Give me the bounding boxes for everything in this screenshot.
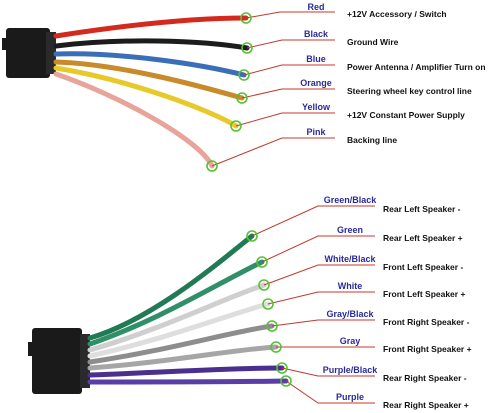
function-gray-black: Front Right Speaker - [383, 317, 470, 327]
wire-pink [53, 71, 215, 169]
marker-green [256, 256, 268, 268]
label-white-black: White/Black [324, 254, 376, 264]
top-wires [53, 15, 250, 169]
marker-black [241, 42, 253, 54]
function-green-black: Rear Left Speaker - [383, 204, 461, 214]
label-black: Black [304, 29, 329, 39]
wire-purple [87, 378, 289, 385]
label-gray-black: Gray/Black [326, 309, 374, 319]
wire-white-black [87, 282, 267, 353]
bottom-connector [28, 328, 90, 394]
wire-green-black [87, 233, 255, 341]
function-red: +12V Accessory / Switch [347, 9, 447, 19]
wire-orange [53, 59, 245, 101]
wire-purple-black [87, 365, 285, 378]
marker-gray [270, 341, 282, 353]
marker-gray-black [266, 320, 278, 332]
function-yellow: +12V Constant Power Supply [347, 110, 465, 120]
wire-red [53, 15, 249, 39]
wire-gray [87, 344, 279, 371]
marker-purple-black [276, 362, 288, 374]
wire-green [87, 259, 265, 347]
wire-black [53, 38, 250, 51]
wire-white [87, 301, 271, 359]
top-markers [206, 12, 253, 172]
label-purple: Purple [336, 392, 364, 402]
marker-blue [238, 69, 250, 81]
marker-pink [206, 160, 218, 172]
wire-yellow [53, 65, 239, 129]
marker-white [262, 298, 274, 310]
function-purple-black: Rear Right Speaker - [383, 373, 467, 383]
top-connector [2, 28, 56, 78]
marker-red [240, 12, 252, 24]
bottom-leaders [251, 205, 375, 404]
marker-yellow [230, 120, 242, 132]
marker-white-black [258, 279, 270, 291]
label-yellow: Yellow [302, 102, 331, 112]
marker-orange [236, 92, 248, 104]
label-pink: Pink [306, 127, 326, 137]
bottom-markers [246, 230, 292, 387]
bottom-wires [87, 233, 289, 385]
function-gray: Front Right Speaker + [383, 344, 472, 354]
wire-gray-black [87, 323, 275, 365]
function-white: Front Left Speaker + [383, 289, 465, 299]
label-gray: Gray [340, 336, 361, 346]
label-green-black: Green/Black [324, 195, 378, 205]
label-purple-black: Purple/Black [323, 365, 379, 375]
label-red: Red [307, 2, 324, 12]
label-blue: Blue [306, 54, 326, 64]
marker-green-black [246, 230, 258, 242]
function-pink: Backing line [347, 135, 397, 145]
function-blue: Power Antenna / Amplifier Turn on [347, 62, 486, 72]
function-orange: Steering wheel key control line [347, 86, 472, 96]
function-purple: Rear Right Speaker + [383, 400, 469, 410]
function-white-black: Front Left Speaker - [383, 262, 463, 272]
function-black: Ground Wire [347, 37, 399, 47]
label-orange: Orange [300, 78, 332, 88]
top-leaders [211, 11, 335, 167]
label-green: Green [337, 225, 363, 235]
top-labels: Red +12V Accessory / Switch Black Ground… [300, 2, 485, 145]
wire-blue [53, 51, 247, 78]
marker-purple [280, 375, 292, 387]
bottom-labels: Green/Black Rear Left Speaker - Green Re… [323, 195, 472, 410]
label-white: White [338, 281, 363, 291]
function-green: Rear Left Speaker + [383, 233, 463, 243]
